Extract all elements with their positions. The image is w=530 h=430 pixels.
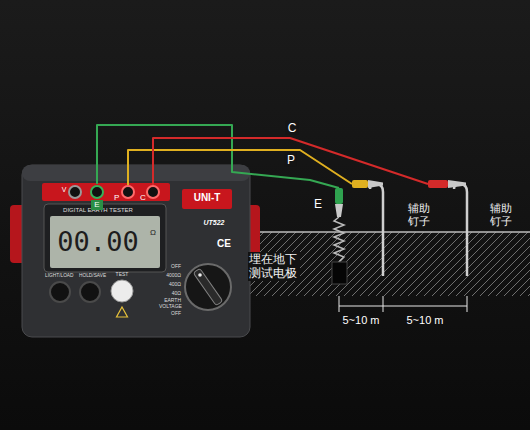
wire-label-holder: E <box>312 197 324 211</box>
test-button <box>111 280 133 302</box>
auxiliary-stake-rod <box>370 184 383 276</box>
electrode-spring <box>334 217 344 262</box>
dimension-line <box>339 306 467 307</box>
node-label: 埋在地下测试电极 <box>248 252 300 281</box>
label-holder: 00.00 <box>57 228 138 255</box>
device-label: LIGHT/LOAD <box>45 273 74 279</box>
logo-plate <box>182 189 232 209</box>
label-holder: 5~10 m <box>407 314 444 327</box>
clip-jaw <box>448 180 466 188</box>
label-holder: OFF <box>171 263 181 269</box>
label-holder: HOLD/SAVE <box>79 273 106 279</box>
device-label: 00.00 <box>57 228 138 255</box>
device-label: V <box>62 186 67 194</box>
wire-label: E <box>312 197 324 211</box>
device-label: 400Ω <box>169 281 181 287</box>
auxiliary-stake-rod <box>454 184 467 276</box>
dimension-tick <box>467 296 468 312</box>
wire-label: P <box>285 153 297 167</box>
push-button <box>80 282 100 302</box>
buried-electrode-block <box>332 262 347 284</box>
label-holder: 40Ω <box>172 290 181 296</box>
device-label: 5~10 m <box>343 314 380 327</box>
terminal-socket <box>147 186 159 198</box>
label-holder: CE <box>217 238 231 250</box>
alligator-clip <box>428 180 448 188</box>
dimension-tick <box>383 296 384 312</box>
dial-mark <box>198 273 202 277</box>
wire-label-holder: P <box>285 153 297 167</box>
buried-electrode: 埋在地下测试电极 <box>326 188 352 288</box>
device-label: UT522 <box>203 219 224 227</box>
label-holder: UT522 <box>203 219 224 227</box>
terminal-p: P <box>112 185 136 199</box>
wire-label: C <box>286 121 299 135</box>
test-lead-wire <box>97 125 339 188</box>
alligator-clip <box>335 188 343 204</box>
label-holder: 400Ω <box>169 281 181 287</box>
device-label: CE <box>217 238 231 250</box>
node-label: E <box>91 200 103 210</box>
dimension-tick <box>339 296 340 312</box>
tester-housing <box>22 165 250 337</box>
label-holder: TEST <box>116 271 129 277</box>
clip-jaw <box>335 204 343 217</box>
rotary-dial <box>185 264 231 310</box>
device-label: OFF <box>171 263 181 269</box>
terminal-e: E <box>89 184 105 212</box>
wire-label-holder: C <box>286 121 299 135</box>
terminal-socket <box>122 186 134 198</box>
screen-bezel <box>44 204 166 272</box>
label-holder: V <box>62 186 67 194</box>
label-holder: LIGHT/LOAD <box>45 273 74 279</box>
clip-jaw <box>368 180 383 188</box>
device-label: EARTH VOLTAGE <box>159 297 181 309</box>
ground-hatch <box>240 232 530 296</box>
terminal-socket <box>91 186 103 198</box>
auxiliary-stake: 辅助钉子 <box>352 178 392 273</box>
warning-symbol <box>117 307 128 317</box>
node-label: P <box>114 193 119 203</box>
auxiliary-stake: 辅助钉子 <box>428 178 478 273</box>
device-label: 4000Ω <box>166 272 181 278</box>
push-button <box>50 282 70 302</box>
device-label: TEST <box>116 271 129 277</box>
node-label: 辅助钉子 <box>490 202 513 228</box>
housing-top <box>22 165 250 181</box>
test-lead-wire <box>128 150 352 185</box>
dial-pointer <box>193 268 222 305</box>
terminal-socket <box>69 186 81 198</box>
lcd-screen <box>50 216 160 268</box>
device-label: OFF <box>171 310 181 316</box>
label-holder: OFF <box>171 310 181 316</box>
terminal-c: C <box>138 185 162 199</box>
node-label: 辅助钉子 <box>408 202 431 228</box>
alligator-clip <box>352 180 368 188</box>
terminal-band <box>42 183 170 201</box>
label-holder: UNI-T <box>194 192 221 204</box>
device-label: UNI-T <box>194 192 221 204</box>
ground-line <box>240 231 530 233</box>
device-label: HOLD/SAVE <box>79 273 106 279</box>
test-lead-wire <box>153 138 428 185</box>
node-label: C <box>140 193 146 203</box>
device-label: Ω <box>150 228 156 238</box>
device-label: 5~10 m <box>407 314 444 327</box>
label-holder: EARTH VOLTAGE <box>159 297 181 309</box>
label-holder: Ω <box>150 228 156 238</box>
label-holder: 5~10 m <box>343 314 380 327</box>
device-label: 40Ω <box>172 290 181 296</box>
label-holder: 4000Ω <box>166 272 181 278</box>
